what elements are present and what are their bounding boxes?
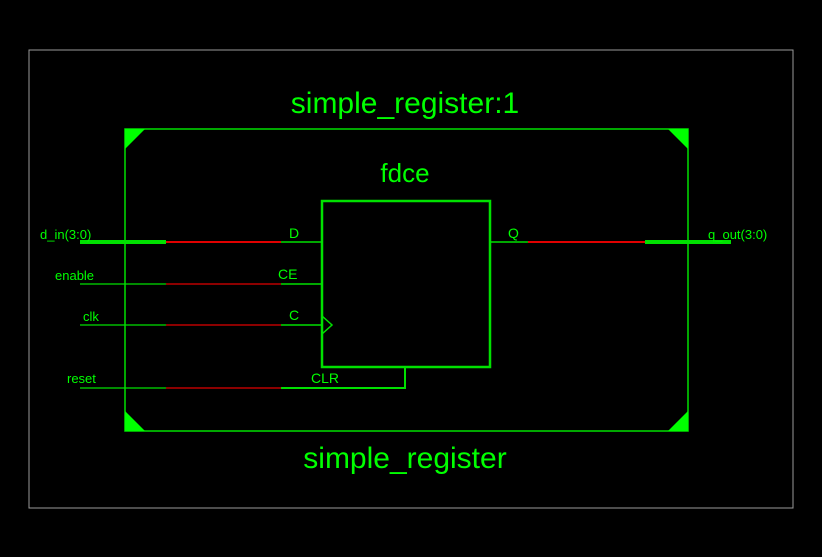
port-clk-label: clk — [83, 309, 99, 324]
module-label: simple_register — [303, 442, 506, 475]
module-box[interactable] — [124, 128, 689, 432]
pin-ce-label: CE — [278, 266, 297, 282]
port-d-in-label: d_in(3:0) — [40, 227, 91, 242]
module-corner-top-right — [668, 129, 688, 149]
module-corner-top-left — [125, 129, 145, 149]
module-corner-bottom-right — [668, 411, 688, 431]
pin-q-label: Q — [508, 225, 519, 241]
port-reset-label: reset — [67, 371, 96, 386]
sheet-frame — [28, 49, 794, 509]
pin-c-label: C — [289, 307, 299, 323]
pin-d-label: D — [289, 225, 299, 241]
port-q-out-label: q_out(3:0) — [708, 227, 767, 242]
reset-net[interactable] — [80, 367, 406, 389]
clock-pin-triangle — [321, 315, 334, 335]
cell-type-label: fdce — [380, 158, 429, 188]
instance-label: simple_register:1 — [291, 87, 519, 120]
pin-clr-label: CLR — [311, 370, 339, 386]
module-corner-bottom-left — [125, 411, 145, 431]
port-enable-label: enable — [55, 268, 94, 283]
fdce-cell[interactable] — [320, 199, 492, 369]
